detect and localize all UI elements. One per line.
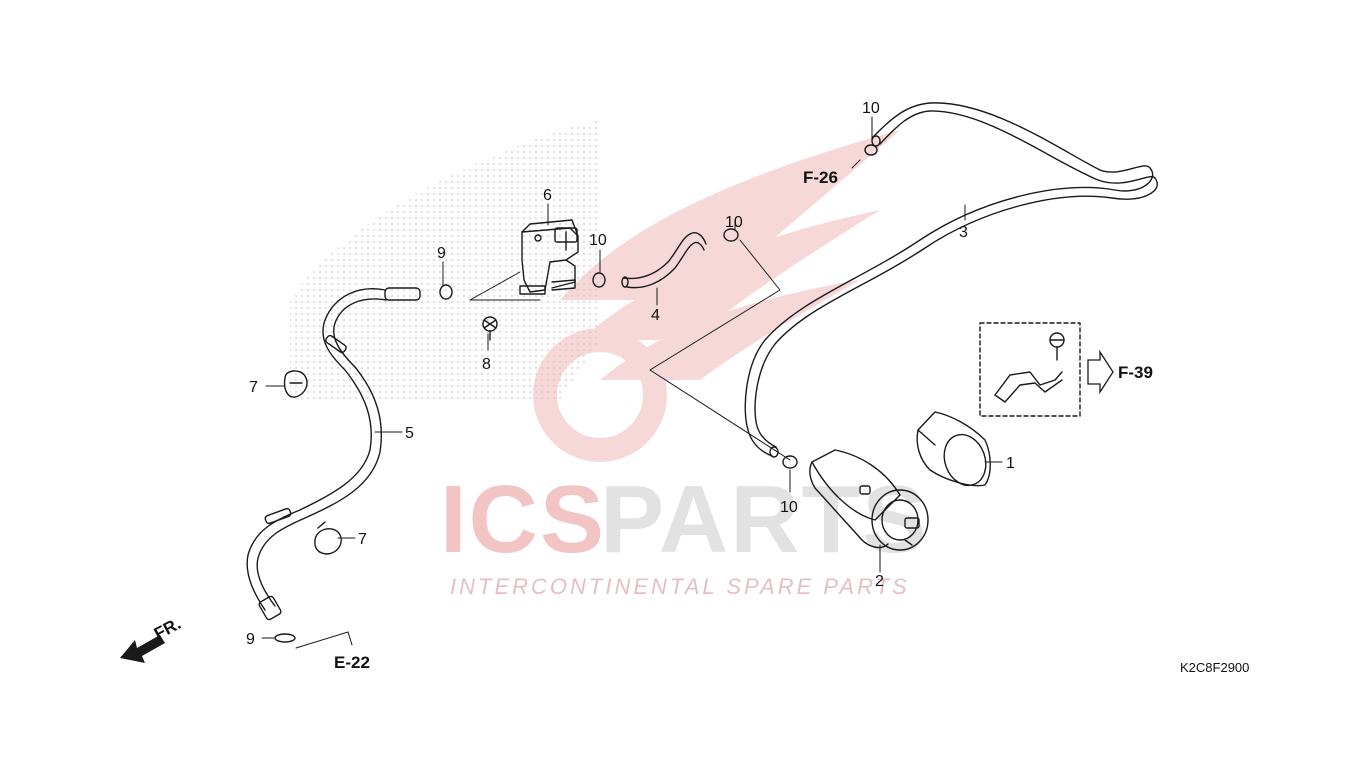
part-1-cover[interactable] [916,411,993,491]
part-3-hose[interactable] [744,102,1158,458]
leader-lines [261,116,1003,649]
callout-9-lower[interactable]: 9 [246,631,255,648]
watermark-brand-right: PARTS [600,466,928,573]
part-9-clip-upper[interactable] [439,284,453,300]
callout-1[interactable]: 1 [1006,455,1015,472]
ref-f39[interactable]: F-39 [1118,363,1153,382]
diagram-code: K2C8F2900 [1180,660,1249,675]
callout-6[interactable]: 6 [543,187,552,204]
part-9-clip-lower[interactable] [274,633,296,643]
front-arrow-icon [120,635,165,663]
ref-e22[interactable]: E-22 [334,653,370,672]
ref-f26[interactable]: F-26 [803,168,838,187]
reference-labels: F-26 F-39 E-22 FR. [151,168,1153,672]
callout-9-upper[interactable]: 9 [437,245,446,262]
part-7-clamp-upper[interactable] [283,370,308,398]
part-6-solenoid-valve[interactable] [519,219,579,295]
part-8-screw[interactable] [482,316,498,341]
part-10-clip-mid[interactable] [592,272,606,288]
watermark-wing-logo [533,130,900,462]
callout-7-lower[interactable]: 7 [358,531,367,548]
watermark-wing-dots [290,120,600,400]
part-5-hose[interactable] [246,287,421,621]
callout-8[interactable]: 8 [482,356,491,373]
bracket-detail[interactable] [979,322,1081,417]
callout-10-top[interactable]: 10 [862,100,880,117]
reference-arrow-icon [1087,349,1114,395]
callout-3[interactable]: 3 [959,224,968,241]
callout-2[interactable]: 2 [875,573,884,590]
watermark-tagline: INTERCONTINENTAL SPARE PARTS [450,574,910,599]
watermark-brand-left: ICS [440,466,606,573]
part-4-hose[interactable] [621,232,707,289]
part-10-clip-canister[interactable] [782,455,798,469]
callout-10-mid[interactable]: 10 [589,232,607,249]
callouts: 1 2 3 4 5 6 7 7 8 9 9 10 10 10 10 [246,100,1015,648]
part-2-canister[interactable] [809,449,929,551]
part-10-clip-top[interactable] [864,144,878,156]
part-10-clip-right[interactable] [723,228,739,242]
callout-10-canister[interactable]: 10 [780,499,798,516]
callout-7-upper[interactable]: 7 [249,379,258,396]
callout-5[interactable]: 5 [405,425,414,442]
callout-10-right[interactable]: 10 [725,214,743,231]
part-7-clamp-lower[interactable] [314,521,342,555]
callout-4[interactable]: 4 [651,307,660,324]
